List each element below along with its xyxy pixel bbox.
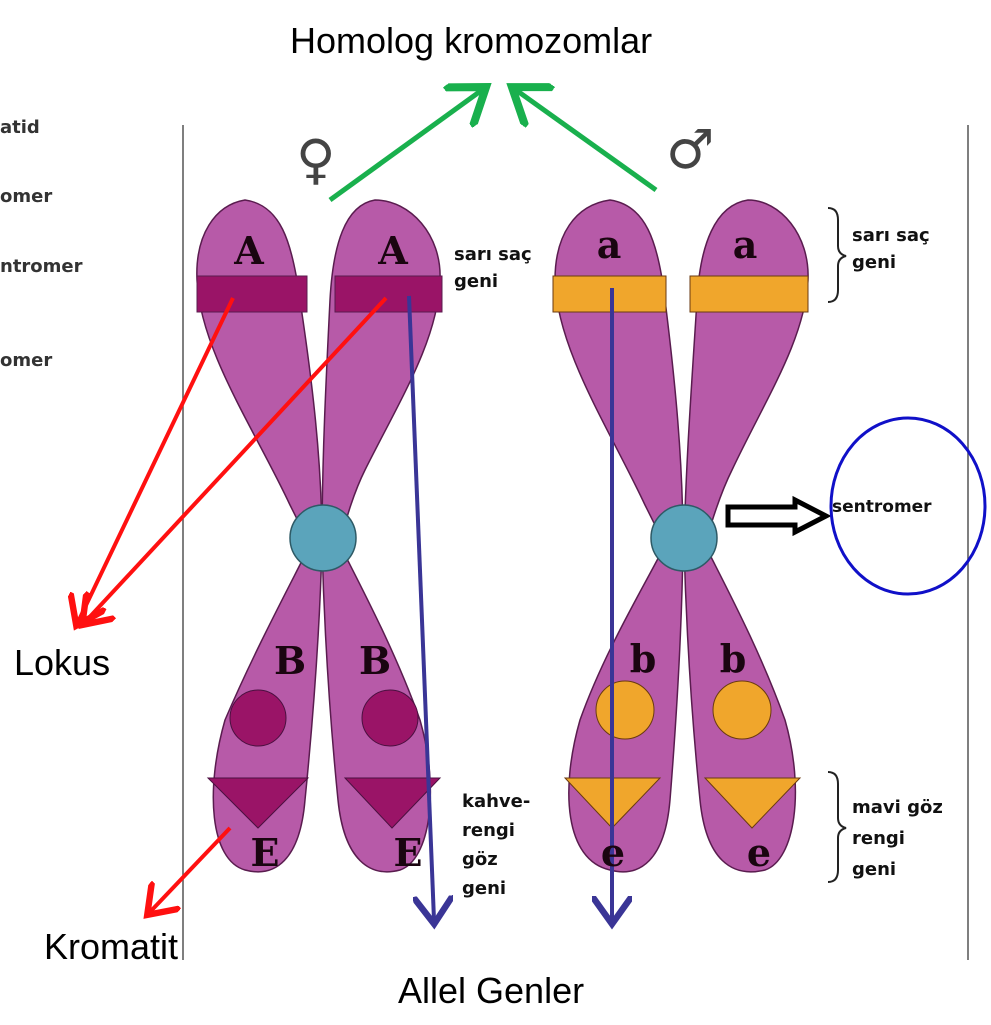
gene-label-right-top: sarı saç geni [852, 222, 930, 276]
side-label-3: ntromer [0, 256, 83, 277]
gene-label-right-bottom: mavi göz rengi geni [852, 792, 943, 885]
female-symbol: ♀ [296, 128, 336, 191]
letter-right-top-2: a [720, 222, 770, 267]
letter-right-bottom-2: e [734, 830, 784, 875]
title-homolog-kromozomlar: Homolog kromozomlar [290, 20, 652, 62]
gene-label-left-bottom: kahve- rengi göz geni [462, 787, 530, 903]
letter-left-mid-2: B [350, 638, 400, 683]
gene-label-left-bottom-line-3: göz [462, 845, 530, 874]
gene-label-right-top-line-2: geni [852, 249, 930, 276]
letter-right-mid-2: b [708, 636, 758, 681]
gene-label-right-bottom-line-1: mavi göz [852, 792, 943, 823]
lokus-label: Lokus [14, 642, 110, 684]
allel-genler-label: Allel Genler [398, 970, 584, 1012]
black-arrow [728, 500, 826, 532]
gene-label-right-top-line-1: sarı saç [852, 222, 930, 249]
letter-left-mid-1: B [265, 638, 315, 683]
male-symbol: ♂ [666, 118, 714, 181]
side-label-4: omer [0, 350, 52, 371]
brace-bottom-right [828, 772, 846, 882]
gene-label-left-bottom-line-4: geni [462, 874, 530, 903]
side-label-2: omer [0, 186, 52, 207]
sentromer-label: sentromer [832, 494, 932, 521]
letter-right-mid-1: b [618, 636, 668, 681]
gene-label-left-top: sarı saç geni [454, 241, 532, 295]
side-label-1: atid [0, 117, 40, 138]
gene-label-left-top-line-2: geni [454, 268, 532, 295]
gene-label-left-bottom-line-2: rengi [462, 816, 530, 845]
letter-left-top-1: A [224, 228, 274, 273]
red-arrow-kromatit [150, 828, 230, 912]
letter-left-bottom-1: E [240, 830, 290, 875]
gene-label-right-bottom-line-2: rengi [852, 823, 943, 854]
letter-left-top-2: A [368, 228, 418, 273]
gene-label-left-top-line-1: sarı saç [454, 241, 532, 268]
gene-label-right-bottom-line-3: geni [852, 854, 943, 885]
gene-label-left-bottom-line-1: kahve- [462, 787, 530, 816]
letter-right-bottom-1: e [588, 830, 638, 875]
centromere-right [651, 505, 717, 571]
red-arrow-lokus-1 [78, 298, 233, 622]
green-arrow-right [516, 90, 656, 190]
green-arrow-left [330, 90, 482, 200]
brace-top-right [828, 208, 846, 302]
centromere-left [290, 505, 356, 571]
letter-left-bottom-2: E [383, 830, 433, 875]
letter-right-top-1: a [584, 222, 634, 267]
kromatit-label: Kromatit [44, 926, 178, 968]
